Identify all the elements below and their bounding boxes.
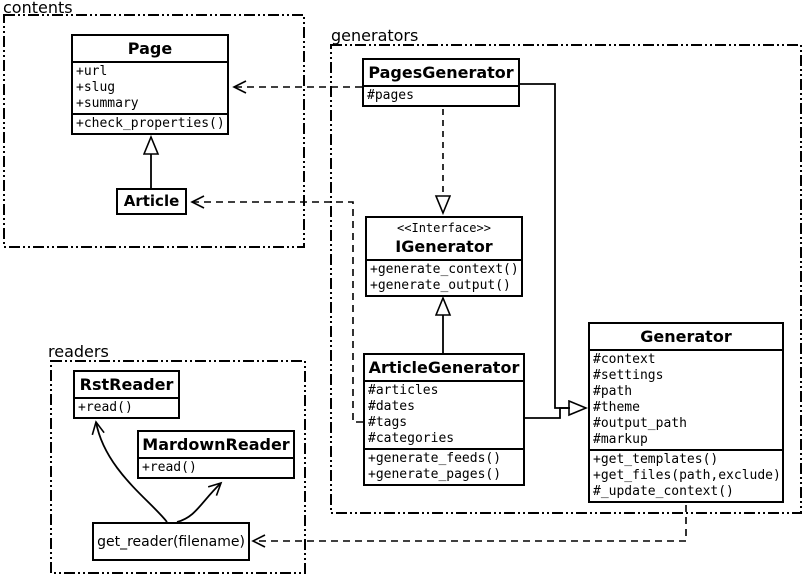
- attribute: +slug: [76, 80, 116, 95]
- attribute: #pages: [367, 88, 414, 103]
- class-generator-name: Generator: [590, 324, 782, 351]
- call-getreader-to-mardownreader: [176, 481, 223, 523]
- class-page-name: Page: [73, 36, 227, 63]
- method: +check_properties(): [76, 116, 225, 131]
- attribute: #categories: [368, 431, 455, 446]
- attribute: #path: [593, 384, 633, 399]
- class-article-name: Article: [123, 192, 180, 210]
- class-article: Article: [116, 188, 187, 215]
- class-generator: Generator #context #settings #path #them…: [588, 322, 784, 503]
- method: +read(): [142, 460, 197, 475]
- package-label-generators: generators: [331, 26, 419, 45]
- attribute: #markup: [593, 432, 648, 447]
- package-frame-readers: [50, 360, 306, 574]
- class-igenerator: <<Interface>> IGenerator +generate_conte…: [365, 216, 523, 297]
- class-page-attributes: +url +slug +summary: [73, 63, 227, 113]
- package-frame-contents: [3, 14, 305, 248]
- attribute: #tags: [368, 415, 408, 430]
- call-getreader-to-rstreader: [91, 420, 168, 523]
- dependency-articlegenerator-to-article: [190, 195, 363, 423]
- attribute: +summary: [76, 96, 139, 111]
- class-articlegenerator: ArticleGenerator #articles #dates #tags …: [363, 353, 525, 486]
- method: +generate_output(): [370, 278, 511, 293]
- attribute: #articles: [368, 383, 439, 398]
- class-mardownreader-methods: +read(): [139, 459, 293, 477]
- class-pagesgenerator-attributes: #pages: [364, 87, 518, 105]
- package-label-readers: readers: [48, 342, 109, 361]
- attribute: #theme: [593, 400, 640, 415]
- attribute: +url: [76, 64, 108, 79]
- class-page: Page +url +slug +summary +check_properti…: [71, 34, 229, 135]
- class-articlegenerator-methods: +generate_feeds() +generate_pages(): [365, 448, 523, 484]
- class-rstreader-methods: +read(): [75, 399, 178, 417]
- class-pagesgenerator: PagesGenerator #pages: [362, 58, 520, 107]
- method: +generate_feeds(): [368, 451, 502, 466]
- class-mardownreader-name: MardownReader: [139, 432, 293, 459]
- class-igenerator-name: IGenerator: [395, 237, 493, 256]
- function-get-reader: get_reader(filename): [92, 522, 250, 561]
- method: +generate_pages(): [368, 467, 502, 482]
- package-label-contents: contents: [3, 0, 73, 17]
- method: #_update_context(): [593, 484, 734, 499]
- class-igenerator-stereotype: <<Interface>>: [397, 221, 491, 235]
- class-rstreader: RstReader +read(): [73, 370, 180, 419]
- method: +get_files(path,exclude): [593, 468, 781, 483]
- class-igenerator-methods: +generate_context() +generate_output(): [367, 261, 521, 295]
- dependency-generator-to-getreader: [251, 505, 687, 548]
- class-articlegenerator-attributes: #articles #dates #tags #categories: [365, 382, 523, 448]
- class-articlegenerator-name: ArticleGenerator: [365, 355, 523, 382]
- method: +read(): [78, 400, 133, 415]
- method: +get_templates(): [593, 452, 719, 467]
- class-igenerator-header: <<Interface>> IGenerator: [367, 218, 521, 261]
- class-page-methods: +check_properties(): [73, 113, 227, 133]
- class-generator-methods: +get_templates() +get_files(path,exclude…: [590, 449, 782, 501]
- generalization-articlegenerator-to-generator: [525, 407, 570, 419]
- attribute: #dates: [368, 399, 415, 414]
- attribute: #output_path: [593, 416, 687, 431]
- method: +generate_context(): [370, 262, 519, 277]
- class-mardownreader: MardownReader +read(): [137, 430, 295, 479]
- package-frame-generators: [330, 44, 802, 514]
- attribute: #settings: [593, 368, 664, 383]
- class-rstreader-name: RstReader: [75, 372, 178, 399]
- generalization-pagesgenerator-to-generator: [520, 83, 586, 408]
- function-get-reader-label: get_reader(filename): [97, 533, 245, 550]
- class-generator-attributes: #context #settings #path #theme #output_…: [590, 351, 782, 449]
- attribute: #context: [593, 352, 656, 367]
- class-pagesgenerator-name: PagesGenerator: [364, 60, 518, 87]
